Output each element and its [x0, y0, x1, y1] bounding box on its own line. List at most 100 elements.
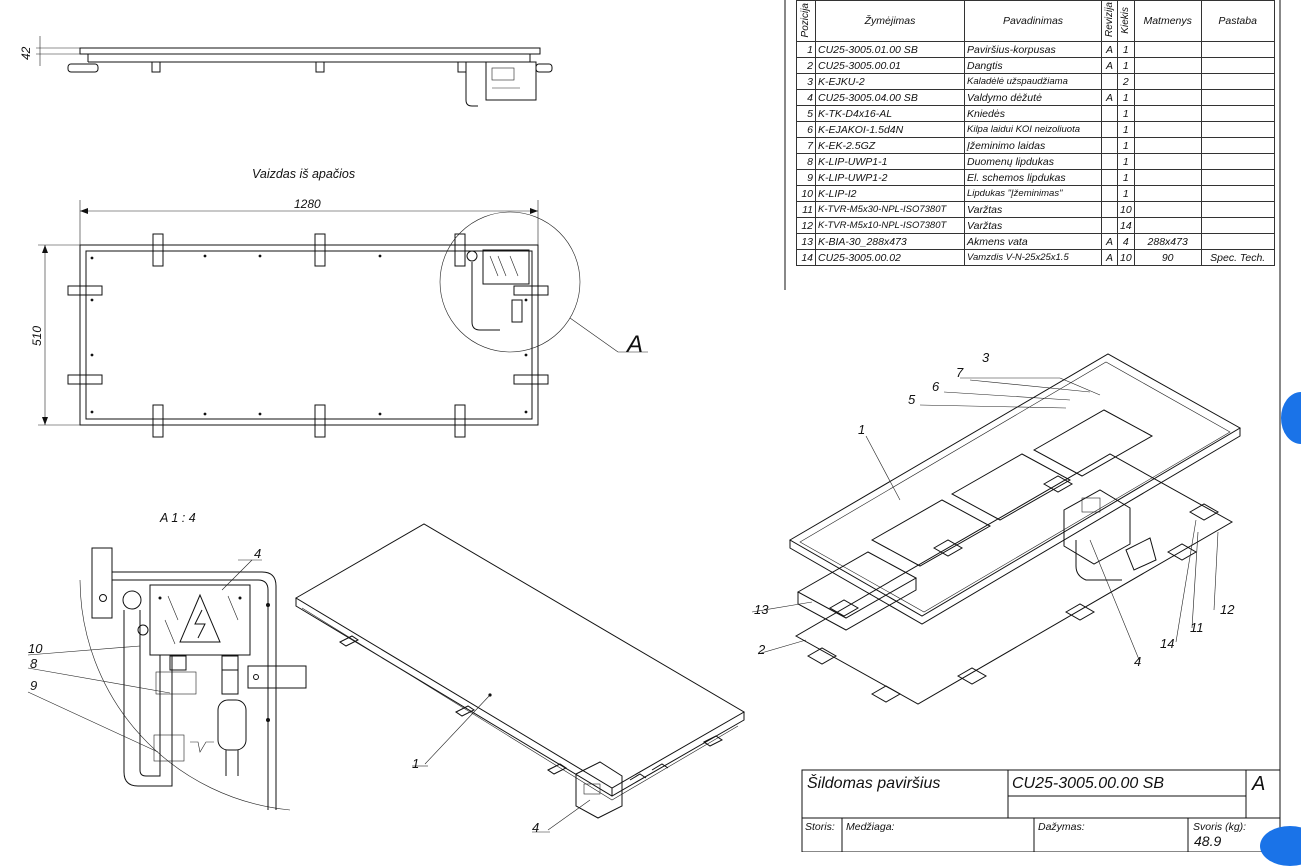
- bom-cell-name: Kniedės: [964, 105, 1102, 122]
- header-note: Pastaba: [1200, 0, 1275, 42]
- bom-cell-dimensions: [1133, 153, 1202, 170]
- detail-bracket: [247, 665, 307, 689]
- bom-cell-position: 4: [796, 89, 816, 106]
- bottom-width-dimension: 1280: [294, 197, 321, 211]
- bom-cell-quantity: 1: [1117, 153, 1135, 170]
- bom-cell-note: [1200, 185, 1275, 202]
- bom-cell-designation: K-TVR-M5x10-NPL-ISO7380T: [815, 217, 965, 234]
- detail-clamp-block: [91, 547, 113, 619]
- side-panel-tab[interactable]: [1281, 392, 1301, 444]
- bom-cell-position: 14: [796, 249, 816, 266]
- bom-cell-name: Varžtas: [964, 217, 1102, 234]
- bom-cell-note: [1200, 169, 1275, 186]
- bom-cell-dimensions: [1133, 73, 1202, 90]
- bom-cell-designation: K-EJKU-2: [815, 73, 965, 90]
- bom-cell-designation: CU25-3005.04.00 SB: [815, 89, 965, 106]
- header-name: Pavadinimas: [964, 0, 1102, 42]
- header-position: Pozicija: [800, 2, 811, 38]
- header-designation: Žymėjimas: [815, 0, 965, 42]
- detail-view: 4 10 8 9: [27, 546, 307, 811]
- isometric-view: 1 4: [295, 523, 745, 835]
- bom-cell-note: [1200, 201, 1275, 218]
- bom-cell-note: [1200, 105, 1275, 122]
- paint-label: Dažymas:: [1038, 821, 1085, 833]
- bom-cell-quantity: 1: [1117, 137, 1135, 154]
- bottom-view-outline: [79, 244, 539, 426]
- bom-cell-position: 10: [796, 185, 816, 202]
- bottom-view-control-box: [482, 249, 530, 285]
- side-view-control-box: [485, 61, 537, 101]
- bom-cell-name: Kilpa laidui KOI neizoliuota: [964, 121, 1102, 138]
- bom-header-row: Pozicija Žymėjimas Pavadinimas Revizija …: [796, 0, 1275, 42]
- bom-cell-position: 11: [796, 201, 816, 218]
- material-label: Medžiaga:: [846, 821, 895, 833]
- thickness-label: Storis:: [805, 821, 835, 833]
- bom-cell-quantity: 1: [1117, 41, 1135, 58]
- bom-cell-position: 8: [796, 153, 816, 170]
- bom-cell-note: [1200, 233, 1275, 250]
- bom-cell-position: 6: [796, 121, 816, 138]
- bom-cell-quantity: 4: [1117, 233, 1135, 250]
- bom-cell-dimensions: [1133, 41, 1202, 58]
- bom-cell-position: 13: [796, 233, 816, 250]
- bom-cell-designation: CU25-3005.00.02: [815, 249, 965, 266]
- exploded-control-box: [1063, 489, 1131, 565]
- title-block: Šildomas paviršius CU25-3005.00.00 SB A …: [801, 769, 1281, 852]
- bom-cell-name: Duomenų lipdukas: [964, 153, 1102, 170]
- bom-cell-note: [1200, 153, 1275, 170]
- bom-cell-dimensions: [1133, 217, 1202, 234]
- bom-cell-designation: K-BIA-30_288x473: [815, 233, 965, 250]
- bottom-view-inner-frame: [85, 250, 533, 420]
- side-height-dimension: 42: [19, 46, 33, 60]
- side-view-top-plate: [79, 47, 541, 55]
- exploded-cover-plate: [794, 453, 1234, 705]
- bom-cell-name: Vamzdis V-N-25x25x1.5: [964, 249, 1102, 266]
- bom-cell-designation: K-LIP-UWP1-2: [815, 169, 965, 186]
- iso-label-4: 4: [532, 820, 539, 835]
- drawing-number: CU25-3005.00.00 SB: [1012, 775, 1164, 792]
- detail-boundary-arc: [79, 579, 291, 811]
- bom-cell-dimensions: [1133, 201, 1202, 218]
- detail-control-box: [149, 584, 251, 656]
- bom-cell-quantity: 10: [1117, 201, 1135, 218]
- detail-label-9: 9: [30, 678, 37, 693]
- bom-cell-position: 1: [796, 41, 816, 58]
- bom-cell-position: 9: [796, 169, 816, 186]
- bom-cell-revision: A: [1101, 233, 1118, 250]
- exploded-label-4: 4: [1134, 654, 1141, 669]
- bom-cell-note: [1200, 137, 1275, 154]
- iso-control-box: [575, 761, 623, 819]
- bom-cell-note: [1200, 89, 1275, 106]
- bom-cell-note: Spec. Tech.: [1200, 249, 1275, 266]
- bom-cell-revision: [1101, 153, 1118, 170]
- exploded-label-14: 14: [1160, 636, 1174, 651]
- bom-cell-revision: [1101, 185, 1118, 202]
- header-quantity: Kiekis: [1119, 6, 1131, 34]
- detail-label-8: 8: [30, 656, 38, 671]
- exploded-label-3: 3: [982, 350, 990, 365]
- bom-cell-name: Lipdukas "Įžeminimas": [964, 185, 1102, 202]
- bom-cell-revision: A: [1101, 57, 1118, 74]
- bom-cell-note: [1200, 41, 1275, 58]
- detail-view-title: A 1 : 4: [159, 511, 196, 525]
- bom-cell-note: [1200, 217, 1275, 234]
- detail-label-4: 4: [254, 546, 261, 561]
- bottom-view-title: Vaizdas iš apačios: [252, 167, 355, 181]
- bom-cell-quantity: 14: [1117, 217, 1135, 234]
- bom-cell-designation: K-LIP-UWP1-1: [815, 153, 965, 170]
- bottom-height-dimension: 510: [30, 326, 44, 346]
- bom-cell-revision: A: [1101, 249, 1118, 266]
- bom-cell-quantity: 1: [1117, 121, 1135, 138]
- bom-cell-designation: K-EK-2.5GZ: [815, 137, 965, 154]
- exploded-label-5: 5: [908, 392, 916, 407]
